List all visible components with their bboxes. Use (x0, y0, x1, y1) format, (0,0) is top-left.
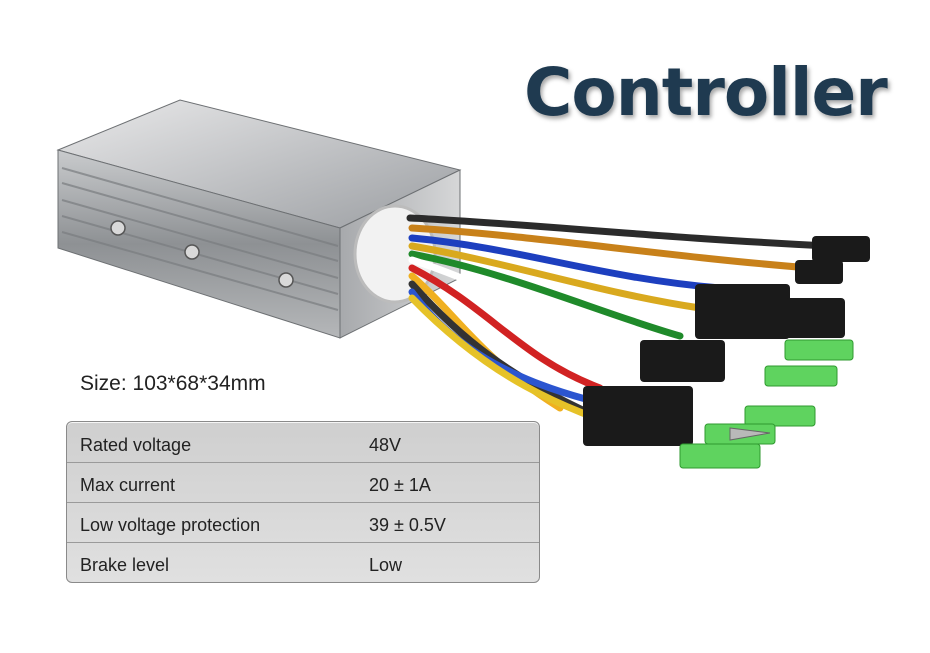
spec-value: 20 ± 1A (369, 475, 431, 495)
bullet-terminal (729, 427, 771, 441)
wire-harness (406, 214, 834, 437)
table-row: Brake level Low (67, 542, 539, 582)
table-row: Rated voltage 48V (67, 422, 539, 463)
spec-label: Max current (80, 475, 176, 495)
spec-label: Brake level (80, 555, 170, 575)
spec-label: Rated voltage (80, 435, 192, 455)
spec-value: Low (369, 555, 403, 575)
size-label: Size: 103*68*34mm (80, 372, 266, 395)
spec-value: 48V (369, 435, 402, 455)
table-row: Low voltage protection 39 ± 0.5V (67, 502, 539, 543)
spec-value: 39 ± 0.5V (369, 515, 446, 535)
controller-illustration (56, 99, 870, 469)
connector-plug (583, 236, 870, 446)
table-row: Max current 20 ± 1A (67, 462, 539, 503)
screw-icon (110, 220, 126, 236)
spec-table: Rated voltage 48V Max current 20 ± 1A Lo… (66, 421, 540, 583)
screw-icon (278, 272, 294, 288)
screw-icon (184, 244, 200, 260)
page-title: Controller (524, 54, 888, 131)
spec-label: Low voltage protection (80, 515, 261, 535)
